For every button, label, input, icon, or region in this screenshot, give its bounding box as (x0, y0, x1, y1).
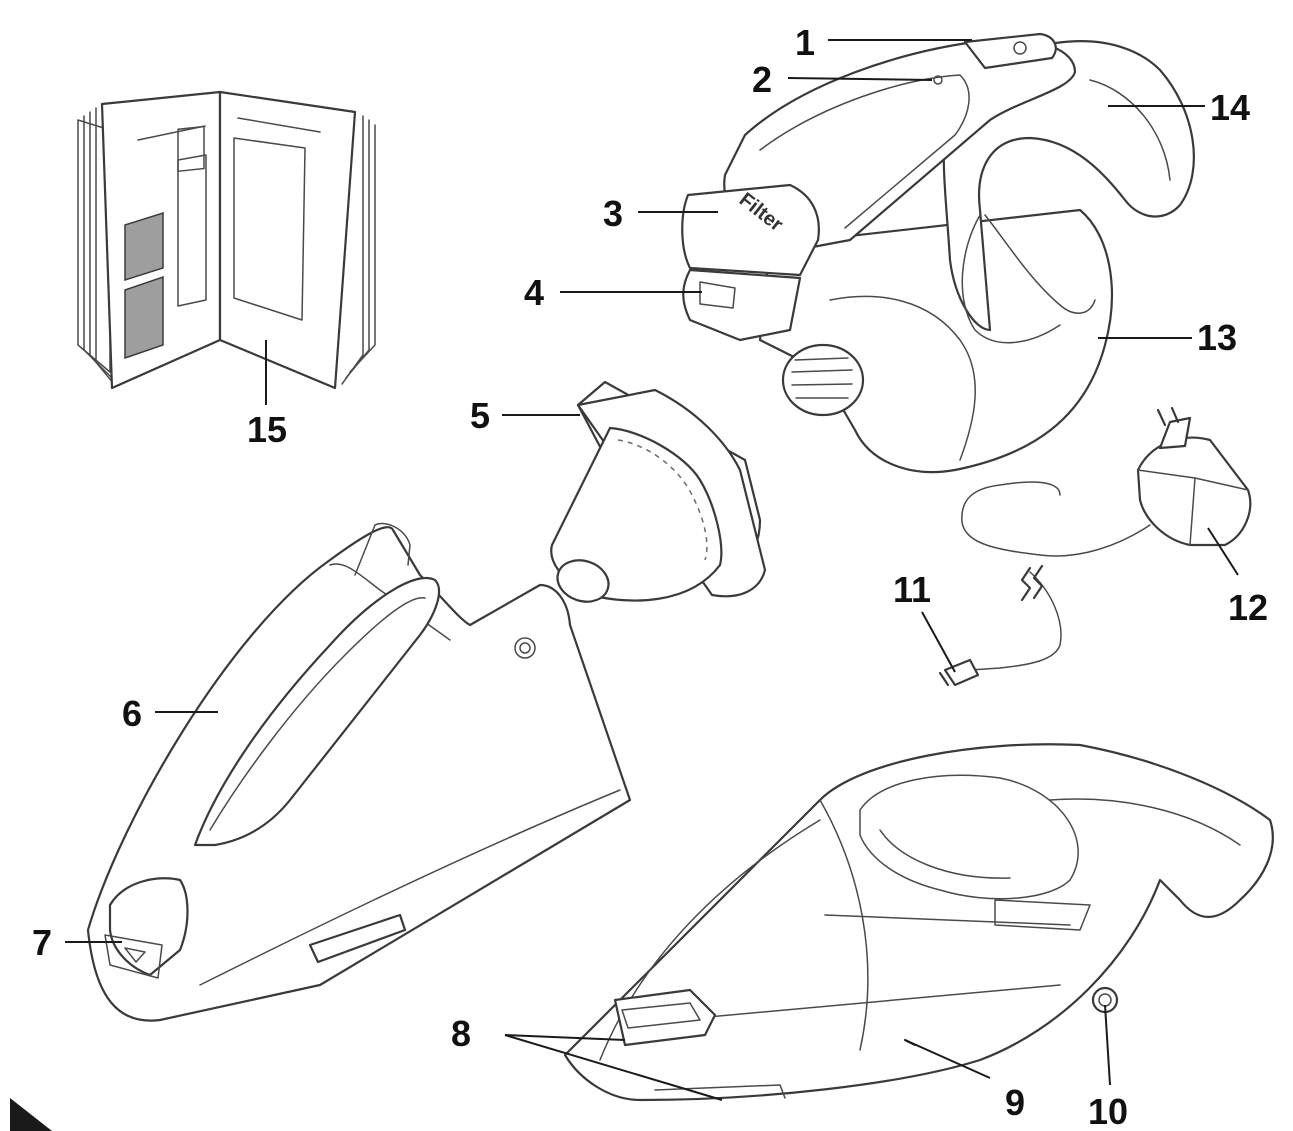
callout-11: 11 (893, 569, 931, 610)
callout-leaders (65, 39, 1239, 1101)
callout-3: 3 (603, 193, 623, 234)
corner-triangle-marker (10, 1098, 52, 1131)
callout-7: 7 (32, 922, 52, 963)
callout-13: 13 (1197, 317, 1237, 358)
callout-5: 5 (470, 395, 490, 436)
charger (938, 406, 1252, 687)
callout-14: 14 (1210, 87, 1250, 128)
callout-1: 1 (795, 22, 815, 63)
crevice-nozzle (550, 380, 767, 603)
callout-labels: 1 2 3 4 5 6 7 8 9 10 11 12 13 14 15 (32, 22, 1268, 1131)
callout-9: 9 (1005, 1082, 1025, 1123)
callout-4: 4 (524, 272, 544, 313)
dust-container (86, 522, 632, 1022)
callout-2: 2 (752, 59, 772, 100)
callout-15: 15 (247, 409, 287, 450)
callout-12: 12 (1228, 587, 1268, 628)
callout-8: 8 (451, 1013, 471, 1054)
callout-10: 10 (1088, 1091, 1128, 1131)
instruction-manual (77, 90, 376, 390)
callout-6: 6 (122, 693, 142, 734)
vacuum-body: Filter (681, 32, 1195, 474)
